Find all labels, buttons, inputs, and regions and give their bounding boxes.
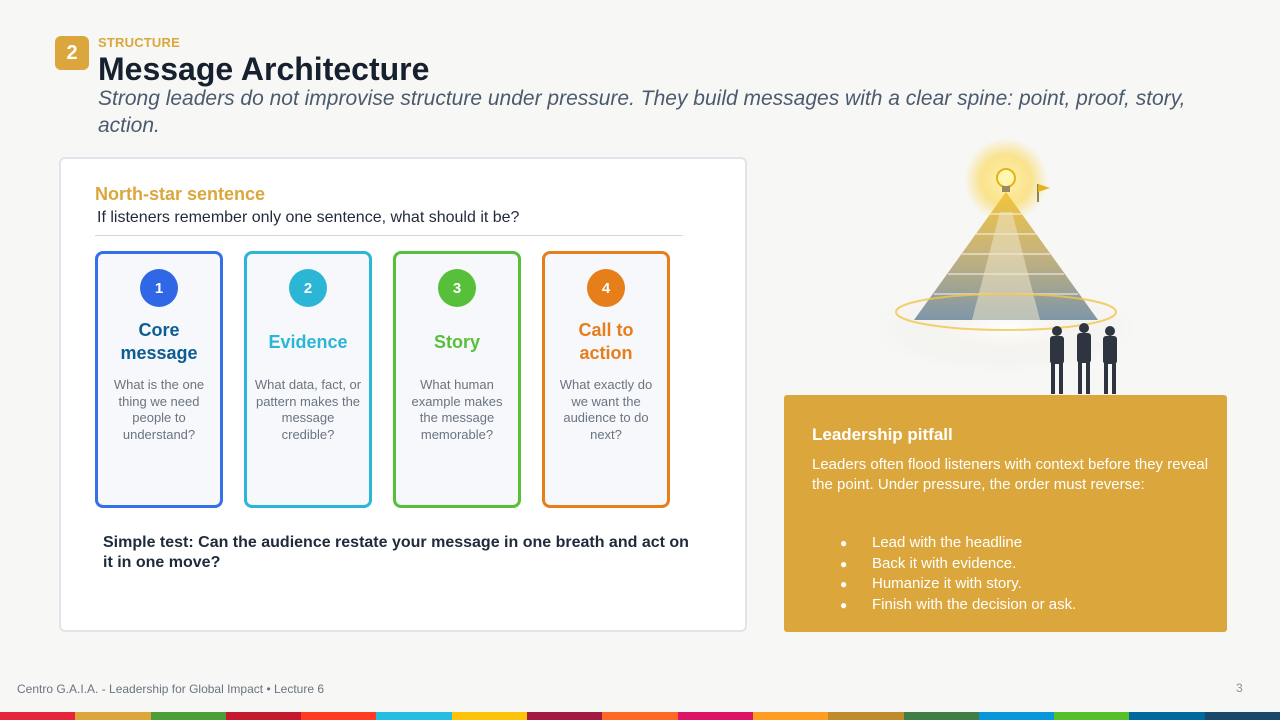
stripe-segment xyxy=(75,712,151,720)
leadership-pitfall-panel: Leadership pitfall Leaders often flood l… xyxy=(784,395,1227,632)
stripe-segment xyxy=(301,712,377,720)
stripe-segment xyxy=(0,712,76,720)
footer-text: Centro G.A.I.A. - Leadership for Global … xyxy=(17,682,325,696)
stripe-segment xyxy=(150,712,226,720)
stripe-segment xyxy=(978,712,1055,720)
stripe-segment xyxy=(451,712,528,720)
step-card-call-to-action: 4 Call to action What exactly do we want… xyxy=(542,251,670,508)
step-description: What is the one thing we need people to … xyxy=(113,377,205,442)
stripe-segment xyxy=(1054,712,1130,720)
list-item-text: Back it with evidence. xyxy=(872,554,1017,572)
list-item: Back it with evidence. xyxy=(840,554,1076,575)
stripe-segment xyxy=(677,712,753,720)
pitfall-body: Leaders often flood listeners with conte… xyxy=(812,456,1209,493)
page-title: Message Architecture xyxy=(98,51,430,87)
step-title: Story xyxy=(433,331,480,352)
stripe-segment xyxy=(903,712,979,720)
step-title: Core message xyxy=(120,320,198,363)
stripe-segment xyxy=(752,712,829,720)
stripe-segment xyxy=(225,712,302,720)
stripe-segment xyxy=(376,712,452,720)
list-item-text: Finish with the decision or ask. xyxy=(872,595,1077,613)
stripe-segment xyxy=(602,712,678,720)
step-number-badge: 2 xyxy=(289,269,327,307)
step-number-badge: 4 xyxy=(587,269,625,307)
step-description: What exactly do we want the audience to … xyxy=(559,377,653,442)
stripe-segment xyxy=(1129,712,1205,720)
north-star-title: North-star sentence xyxy=(95,184,266,204)
section-number-badge: 2 xyxy=(55,36,89,70)
stripe-segment xyxy=(527,712,603,720)
step-description: What data, fact, or pattern makes the me… xyxy=(254,377,362,442)
pyramid-lightbulb-illustration xyxy=(876,138,1136,394)
simple-test-text: Simple test: Can the audience restate yo… xyxy=(103,534,689,571)
list-item-text: Humanize it with story. xyxy=(872,575,1022,592)
stripe-segment xyxy=(1204,712,1280,720)
message-architecture-card: North-star sentence If listeners remembe… xyxy=(59,157,747,632)
color-stripe xyxy=(0,712,1280,720)
step-card-evidence: 2 Evidence What data, fact, or pattern m… xyxy=(244,251,372,508)
section-eyebrow: STRUCTURE xyxy=(98,35,180,50)
list-item: Finish with the decision or ask. xyxy=(840,595,1076,616)
page-subtitle: Strong leaders do not improvise structur… xyxy=(98,87,1186,137)
step-title: Evidence xyxy=(268,331,348,352)
stripe-segment xyxy=(828,712,904,720)
list-item-text: Lead with the headline xyxy=(872,534,1023,551)
step-title: Call to action xyxy=(578,320,634,363)
step-number-badge: 3 xyxy=(438,269,476,307)
divider xyxy=(95,235,683,236)
step-description: What human example makes the message mem… xyxy=(411,377,503,442)
list-item: Lead with the headline xyxy=(840,533,1076,554)
step-card-core-message: 1 Core message What is the one thing we … xyxy=(95,251,223,508)
page-number: 3 xyxy=(1236,681,1243,695)
list-item: Humanize it with story. xyxy=(840,574,1076,595)
pitfall-list: Lead with the headline Back it with evid… xyxy=(840,533,1076,615)
step-number-badge: 1 xyxy=(140,269,178,307)
pitfall-title: Leadership pitfall xyxy=(812,425,953,444)
north-star-question: If listeners remember only one sentence,… xyxy=(97,209,520,226)
step-card-story: 3 Story What human example makes the mes… xyxy=(393,251,521,508)
